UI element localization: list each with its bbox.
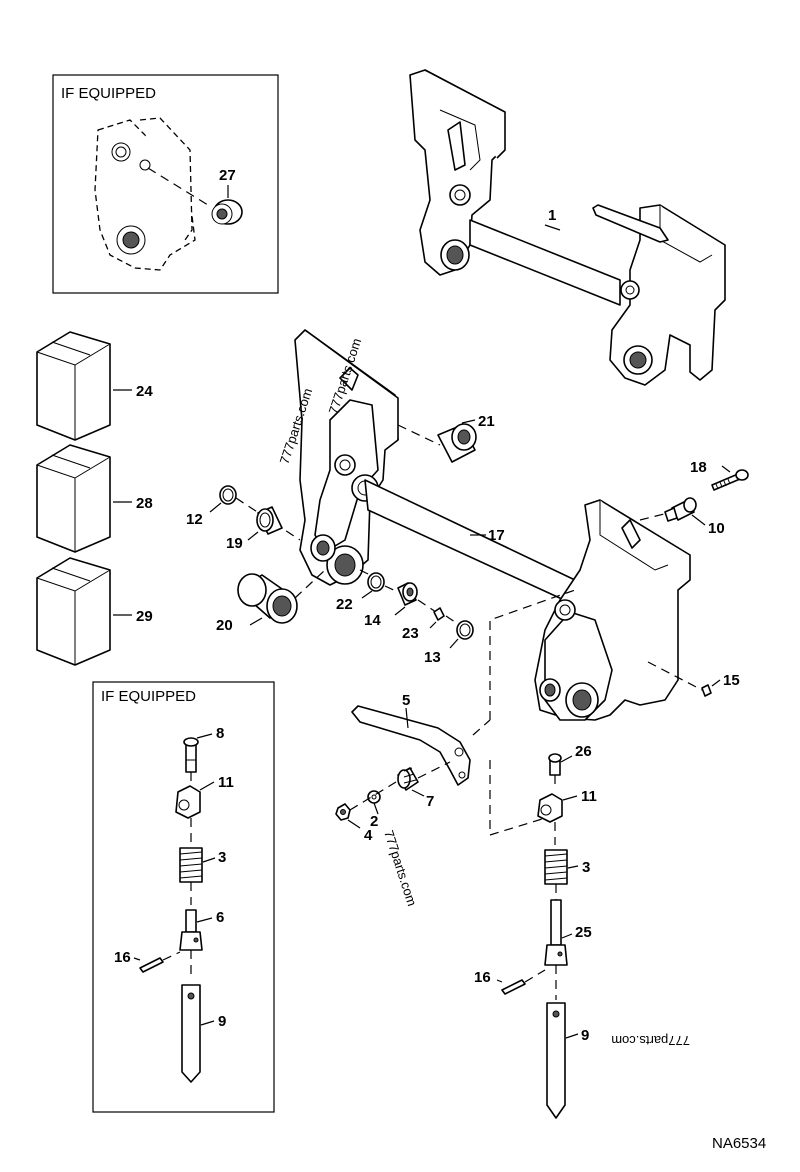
callout-10: 17 bbox=[488, 527, 505, 544]
part-5-lever-handle bbox=[351, 705, 471, 786]
callout-29: 29 bbox=[136, 608, 153, 625]
diagram-code: NA6534 bbox=[712, 1135, 766, 1152]
part-18-pin bbox=[664, 497, 697, 522]
part-29-kit-box bbox=[36, 557, 111, 666]
part-27-bushing bbox=[211, 199, 243, 225]
part-28-kit-box bbox=[36, 444, 111, 553]
inset-box-top bbox=[52, 74, 279, 294]
part-7-pivot-spacer bbox=[397, 767, 419, 791]
part-4-nut bbox=[335, 803, 351, 821]
right-pin-assembly bbox=[501, 753, 568, 1119]
callout-28: 28 bbox=[136, 495, 153, 512]
callout-14: 14 bbox=[364, 612, 381, 629]
callout-8: 8 bbox=[216, 725, 224, 742]
part-15-grease-fitting bbox=[701, 684, 712, 697]
callout-23: 23 bbox=[402, 625, 419, 642]
inset-bottom-pin-assembly bbox=[139, 737, 203, 1083]
inset-caption-top: IF EQUIPPED bbox=[61, 85, 156, 102]
callout-24: 24 bbox=[136, 383, 153, 400]
inset-box-bottom bbox=[92, 681, 275, 1113]
part-12-o-ring bbox=[219, 485, 237, 505]
callout-11b: 11 bbox=[581, 788, 597, 805]
watermark-3: 777parts.com bbox=[381, 828, 420, 908]
callout-27: 27 bbox=[219, 167, 236, 184]
callout-16b: 16 bbox=[474, 969, 491, 986]
part-19-bushing bbox=[256, 506, 283, 535]
callout-9a: 9 bbox=[218, 1013, 226, 1030]
callout-7: 7 bbox=[426, 793, 434, 810]
callout-17: 18 bbox=[690, 459, 707, 476]
callout-18: 10 bbox=[708, 520, 725, 537]
callout-9b: 9 bbox=[581, 1027, 589, 1044]
part-23-grease-fitting bbox=[433, 607, 445, 621]
part-24-kit-box bbox=[36, 331, 111, 441]
part-10-main-frame bbox=[294, 329, 691, 721]
part-1-quick-tach-frame bbox=[409, 69, 726, 386]
callout-5: 5 bbox=[402, 692, 410, 709]
callout-26: 26 bbox=[575, 743, 592, 760]
callout-3a: 3 bbox=[218, 849, 226, 866]
callout-1: 1 bbox=[548, 207, 556, 224]
part-22-o-ring bbox=[367, 572, 385, 592]
inset-top-bracket-outline bbox=[94, 117, 209, 271]
callout-11a: 11 bbox=[218, 774, 234, 791]
callout-2: 2 bbox=[370, 813, 378, 830]
callout-4: 4 bbox=[364, 827, 373, 844]
callout-21: 21 bbox=[478, 413, 495, 430]
callout-12: 12 bbox=[186, 511, 203, 528]
callout-6: 6 bbox=[216, 909, 224, 926]
part-21-bushing bbox=[437, 423, 477, 463]
watermark-4: 777parts.com bbox=[611, 1033, 690, 1048]
inset-caption-bottom: IF EQUIPPED bbox=[101, 688, 196, 705]
callout-15: 15 bbox=[723, 672, 740, 689]
callout-3b: 3 bbox=[582, 859, 590, 876]
callout-19: 19 bbox=[226, 535, 243, 552]
callout-20: 20 bbox=[216, 617, 233, 634]
callout-22: 22 bbox=[336, 596, 353, 613]
part-14-spacer bbox=[397, 582, 418, 606]
part-20-large-bushing bbox=[237, 573, 298, 624]
callout-16a: 16 bbox=[114, 949, 131, 966]
part-13-o-ring bbox=[456, 620, 474, 640]
part-17-bolt bbox=[711, 469, 749, 491]
callout-13: 13 bbox=[424, 649, 441, 666]
callout-25: 25 bbox=[575, 924, 592, 941]
